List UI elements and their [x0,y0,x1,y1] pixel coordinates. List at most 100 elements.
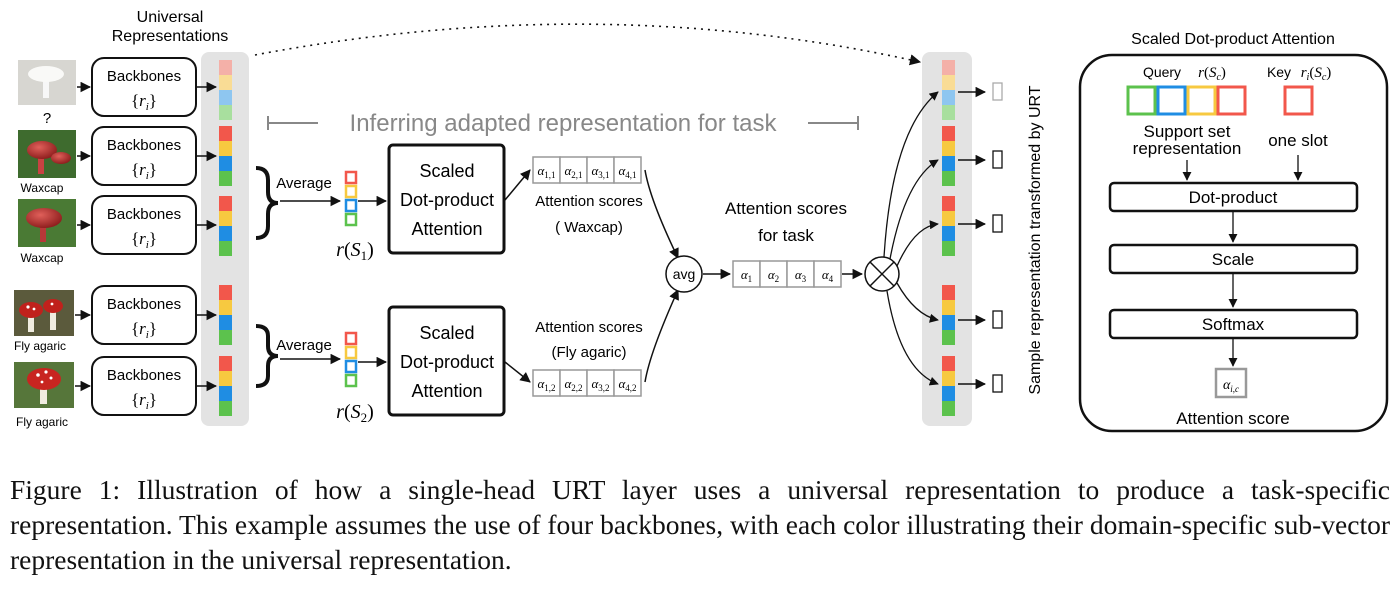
universal-vector-3-seg-2 [219,315,232,330]
rs1-vector [344,170,358,227]
universal-vector-query-seg-0 [219,60,232,75]
panel-alpha-slot [1214,367,1248,399]
panel-query: Query [1143,64,1181,80]
universal-vector-2-seg-1 [219,211,232,226]
attn-task-line2: for task [758,226,814,245]
sdpa2-to-alpha-arrow [504,361,531,383]
alpha-waxcap-label: α4,1 [618,163,636,180]
mushroom-image-fly-agaric-2 [14,362,74,408]
universal-vector-4-seg-2 [219,386,232,401]
output-vector-1-seg-3 [942,171,955,186]
alpha-waxcap-cell [532,156,561,184]
attn-scores-2-line2: (Fly agaric) [551,344,626,361]
panel-step-label: Softmax [1202,315,1265,334]
backbone-box-0: Backbones {ri} [91,57,197,117]
image-label-waxcap-2: Waxcap [21,251,64,265]
attn-scores-1-line2: ( Waxcap) [555,219,623,236]
universal-vector-query-seg-3 [219,105,232,120]
output-vector-0-seg-2 [942,90,955,105]
output-vector-4-seg-1 [942,371,955,386]
sdpa-line1: Scaled [419,161,474,181]
output-vector-1-seg-2 [942,156,955,171]
alpha-fly-agaric-label: α2,2 [564,376,582,393]
panel-key-slot [1283,85,1314,116]
backbone-ri: {ri} [131,319,157,341]
output-vector-3-seg-3 [942,330,955,345]
output-vector-1-seg-0 [942,126,955,141]
image-label-fly-agaric-2: Fly agaric [16,415,68,429]
panel-query-sub: r(Sc) [1198,65,1226,83]
mushroom-image-query [18,60,76,105]
panel-step-dot-product: Dot-product [1108,181,1359,213]
output-vector-4-seg-0 [942,356,955,371]
title-universal-line2: Representations [112,28,229,45]
output-vector-0-seg-0 [942,60,955,75]
panel-step-label: Dot-product [1189,188,1278,207]
output-vector-3-seg-1 [942,300,955,315]
alpha-fly-agaric-label: α1,2 [537,376,555,393]
backbone-label: Backbones [107,68,181,85]
alpha-waxcap-label: α1,1 [537,163,555,180]
alpha-fly-agaric-label: α3,2 [591,376,609,393]
brace-waxcap [255,166,279,240]
universal-vector-4-seg-0 [219,356,232,371]
backbone-ri: {ri} [131,390,157,412]
universal-vector-1-seg-0 [219,126,232,141]
avg-label: avg [673,266,696,282]
output-slots [992,82,1003,393]
universal-vector-4-seg-3 [219,401,232,416]
output-slot-4 [992,374,1003,393]
universal-vector-2-seg-0 [219,196,232,211]
image-label-waxcap-1: Waxcap [21,181,64,195]
universal-vector-4-seg-1 [219,371,232,386]
panel-key: Key [1267,64,1291,80]
dotted-transfer-arrow [254,23,922,66]
universal-vector-3-seg-0 [219,285,232,300]
panel-query-slots [1126,85,1247,116]
backbone-box-1: Backbones {ri} [91,126,197,186]
output-vectors [942,60,955,416]
backbone-label: Backbones [107,296,181,313]
output-slot-0 [992,82,1003,101]
output-vector-2-seg-1 [942,211,955,226]
output-slot-2 [992,214,1003,233]
backbone-box-4: Backbones {ri} [91,356,197,416]
inferring-label: Inferring adapted representation for tas… [350,110,778,137]
alpha-waxcap-cell [559,156,588,184]
rs2-vector [344,331,358,388]
backbone-ri: {ri} [131,91,157,113]
output-vector-2-seg-0 [942,196,955,211]
sdpa-box-2: Scaled Dot-product Attention [387,305,506,417]
universal-vectors [219,60,232,416]
universal-vector-3-seg-1 [219,300,232,315]
alpha-task-label: α3 [795,267,807,284]
sdpa-box-1: Scaled Dot-product Attention [387,143,506,255]
backbone-ri: {ri} [131,160,157,182]
alpha-task-label: α1 [741,267,752,284]
average-label-1: Average [276,175,332,192]
mult-to-output-arrows [883,91,939,386]
mushroom-image-fly-agaric-1 [14,290,74,336]
image-label-fly-agaric-1: Fly agaric [14,339,66,353]
r-s1-label: r(S1) [336,239,374,263]
mushroom-image-waxcap-2 [18,199,76,247]
universal-vector-1-seg-3 [219,171,232,186]
output-vector-2-seg-2 [942,226,955,241]
sdpa-line3: Attention [411,219,482,239]
mushroom-image-waxcap-1 [18,130,76,178]
panel-step-scale: Scale [1108,243,1359,275]
query-question-mark: ? [43,110,51,127]
sdpa1-to-alpha-arrow [504,169,531,201]
universal-vector-3-seg-3 [219,330,232,345]
output-slot-3 [992,310,1003,329]
universal-vector-query-seg-2 [219,90,232,105]
panel-step-softmax: Softmax [1108,308,1359,340]
alpha-fly-agaric-cell [559,369,588,397]
backbone-ri: {ri} [131,229,157,251]
backbone-box-3: Backbones {ri} [91,285,197,345]
output-vector-3-seg-0 [942,285,955,300]
alpha-waxcap-cell [613,156,642,184]
alpha2-to-avg-arrow [644,289,679,383]
universal-vector-query-seg-1 [219,75,232,90]
